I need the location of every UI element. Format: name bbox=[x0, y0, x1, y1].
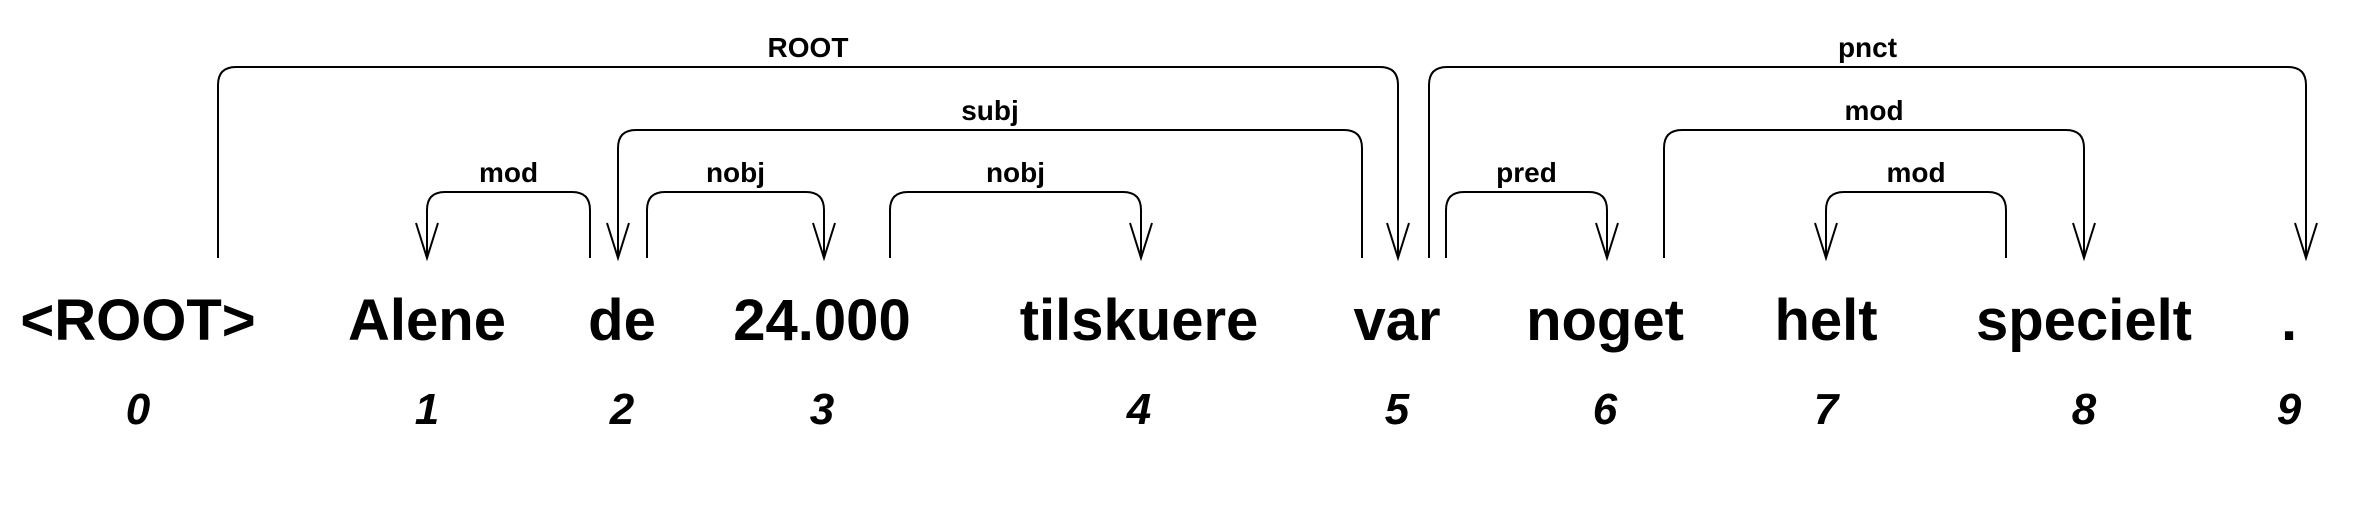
arc-label: nobj bbox=[706, 157, 765, 188]
token-word-0: <ROOT> bbox=[20, 288, 255, 353]
arc-pnct-5-9 bbox=[1428, 66, 2307, 258]
token-index-6: 6 bbox=[1593, 385, 1618, 434]
arrowhead-icon bbox=[812, 222, 836, 262]
token-word-2: de bbox=[588, 288, 656, 353]
arc-label: pred bbox=[1496, 157, 1557, 188]
token-word-1: Alene bbox=[348, 288, 506, 353]
token-word-8: specielt bbox=[1976, 288, 2192, 353]
arc-nobj-3-4 bbox=[889, 191, 1142, 258]
arrowhead-icon bbox=[1129, 222, 1153, 262]
arc-label: ROOT bbox=[768, 32, 849, 63]
arcs-layer: ROOT mod subj nobj nobj pnct pred mod mod bbox=[217, 32, 2318, 262]
token-index-9: 9 bbox=[2277, 385, 2302, 434]
arrowhead-icon bbox=[415, 222, 439, 262]
token-word-3: 24.000 bbox=[733, 288, 910, 353]
arrowhead-icon bbox=[1814, 222, 1838, 262]
token-index-7: 7 bbox=[1814, 385, 1841, 434]
arrowhead-icon bbox=[1595, 222, 1619, 262]
token-word-9: . bbox=[2281, 288, 2297, 353]
token-index-4: 4 bbox=[1126, 385, 1151, 434]
arrowhead-icon bbox=[606, 222, 630, 262]
token-index-0: 0 bbox=[126, 385, 151, 434]
arc-label: subj bbox=[961, 95, 1019, 126]
arc-nobj-2-3 bbox=[646, 191, 825, 258]
arc-label: mod bbox=[1886, 157, 1945, 188]
token-index-1: 1 bbox=[415, 385, 439, 434]
token-word-5: var bbox=[1353, 288, 1440, 353]
arrowhead-icon bbox=[1386, 222, 1410, 262]
arc-mod-8-7 bbox=[1825, 191, 2007, 258]
token-index-8: 8 bbox=[2072, 385, 2097, 434]
token-word-6: noget bbox=[1526, 288, 1684, 353]
arc-pred-5-6 bbox=[1445, 191, 1608, 258]
arc-label: mod bbox=[1844, 95, 1903, 126]
token-index-5: 5 bbox=[1385, 385, 1410, 434]
token-index-3: 3 bbox=[810, 385, 834, 434]
token-word-4: tilskuere bbox=[1020, 288, 1259, 353]
arc-label: pnct bbox=[1838, 32, 1897, 63]
token-word-7: helt bbox=[1774, 288, 1877, 353]
token-index-2: 2 bbox=[609, 385, 635, 434]
arc-label: nobj bbox=[986, 157, 1045, 188]
arc-mod-2-1 bbox=[426, 191, 591, 258]
arc-label: mod bbox=[479, 157, 538, 188]
arrowhead-icon bbox=[2072, 222, 2096, 262]
tokens-layer: <ROOT> Alene de 24.000 tilskuere var nog… bbox=[20, 288, 2301, 434]
arc-mod-6-8 bbox=[1663, 129, 2085, 258]
arc-ROOT-0-5 bbox=[217, 66, 1399, 258]
arc-subj-5-2 bbox=[617, 129, 1363, 258]
arrowhead-icon bbox=[2294, 222, 2318, 262]
